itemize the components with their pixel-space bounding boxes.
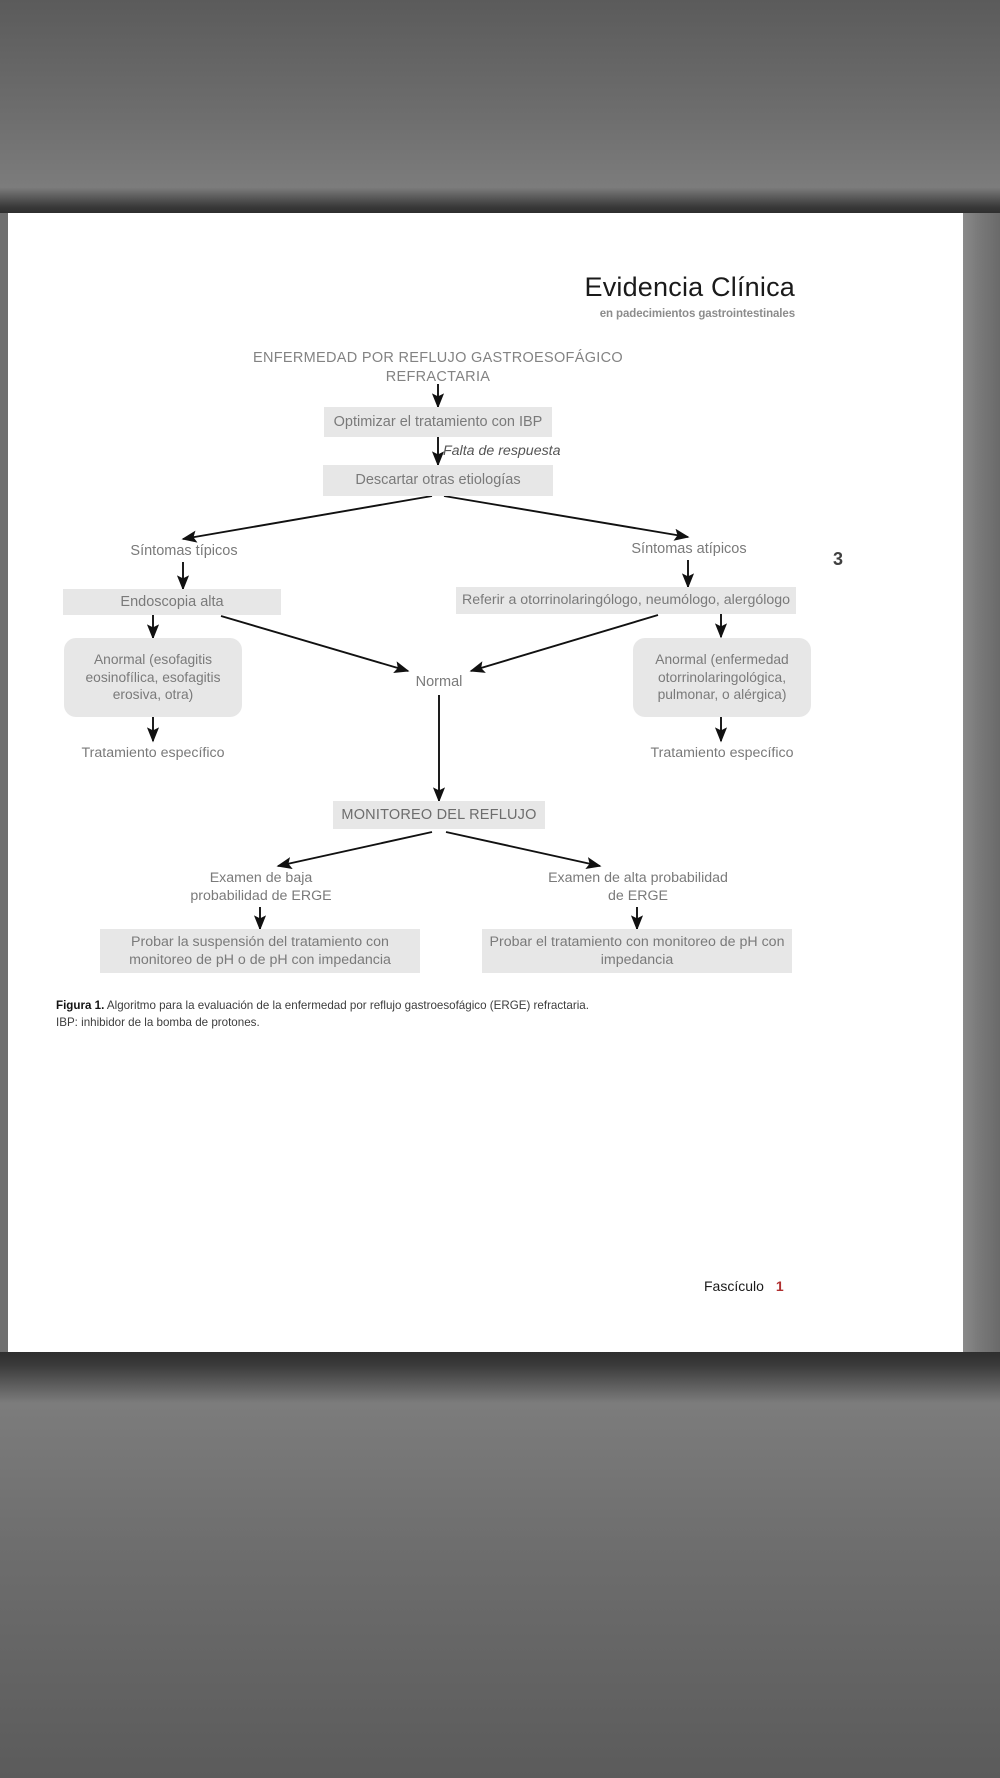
chrome-top-band: [0, 0, 1000, 213]
node-anormal-esofagitis: Anormal (esofagitis eosinofílica, esofag…: [64, 638, 242, 717]
figure-caption-line2: IBP: inhibidor de la bomba de protones.: [56, 1015, 260, 1029]
node-anormal-orl-pulmonar: Anormal (enfermedad otorrinolaringológic…: [633, 638, 811, 717]
page-footer: Fascículo 1: [704, 1278, 784, 1294]
node-tratamiento-especifico-izquierda: Tratamiento específico: [81, 744, 225, 761]
node-endoscopia-alta: Endoscopia alta: [63, 589, 281, 615]
node-monitoreo-reflujo: MONITOREO DEL REFLUJO: [333, 801, 545, 829]
node-diagram-title: ENFERMEDAD POR REFLUJO GASTROESOFÁGICO R…: [253, 350, 623, 385]
figure-caption-line1: Algoritmo para la evaluación de la enfer…: [106, 999, 589, 1012]
footer-label: Fascículo: [704, 1278, 764, 1294]
node-examen-baja-probabilidad: Examen de baja probabilidad de ERGE: [190, 869, 332, 904]
figure-caption: Figura 1. Algoritmo para la evaluación d…: [56, 998, 756, 1032]
page-number: 3: [833, 549, 844, 569]
node-referir-especialistas: Referir a otorrinolaringólogo, neumólogo…: [456, 587, 796, 614]
node-tratamiento-especifico-derecha: Tratamiento específico: [650, 744, 794, 761]
node-descartar-etiologias: Descartar otras etiologías: [323, 465, 553, 496]
chrome-right-edge: [963, 213, 1000, 1352]
node-optimizar-ibp: Optimizar el tratamiento con IBP: [324, 407, 552, 437]
node-normal: Normal: [415, 674, 463, 691]
node-examen-alta-probabilidad: Examen de alta probabilidad de ERGE: [548, 869, 728, 904]
node-sintomas-atipicos: Síntomas atípicos: [631, 540, 747, 557]
chrome-left-edge: [0, 213, 8, 1352]
figure-1-flowchart: ENFERMEDAD POR REFLUJO GASTROESOFÁGICO R…: [8, 213, 963, 1352]
edge-label-falta-respuesta: Falta de respuesta: [443, 442, 561, 459]
header-subtitle: en padecimientos gastrointestinales: [599, 308, 795, 320]
node-sintomas-tipicos: Síntomas típicos: [130, 542, 238, 559]
document-page: Evidencia Clínica en padecimientos gastr…: [8, 213, 963, 1352]
footer-number: 1: [775, 1278, 784, 1294]
chrome-bottom-band: [0, 1352, 1000, 1778]
figure-caption-label: Figura 1.: [56, 999, 105, 1012]
node-probar-tratamiento-monitoreo: Probar el tratamiento con monitoreo de p…: [482, 929, 792, 973]
header-title: Evidencia Clínica: [584, 272, 795, 302]
document-header: Evidencia Clínica en padecimientos gastr…: [584, 272, 795, 321]
node-probar-suspension-tratamiento: Probar la suspensión del tratamiento con…: [100, 929, 420, 973]
